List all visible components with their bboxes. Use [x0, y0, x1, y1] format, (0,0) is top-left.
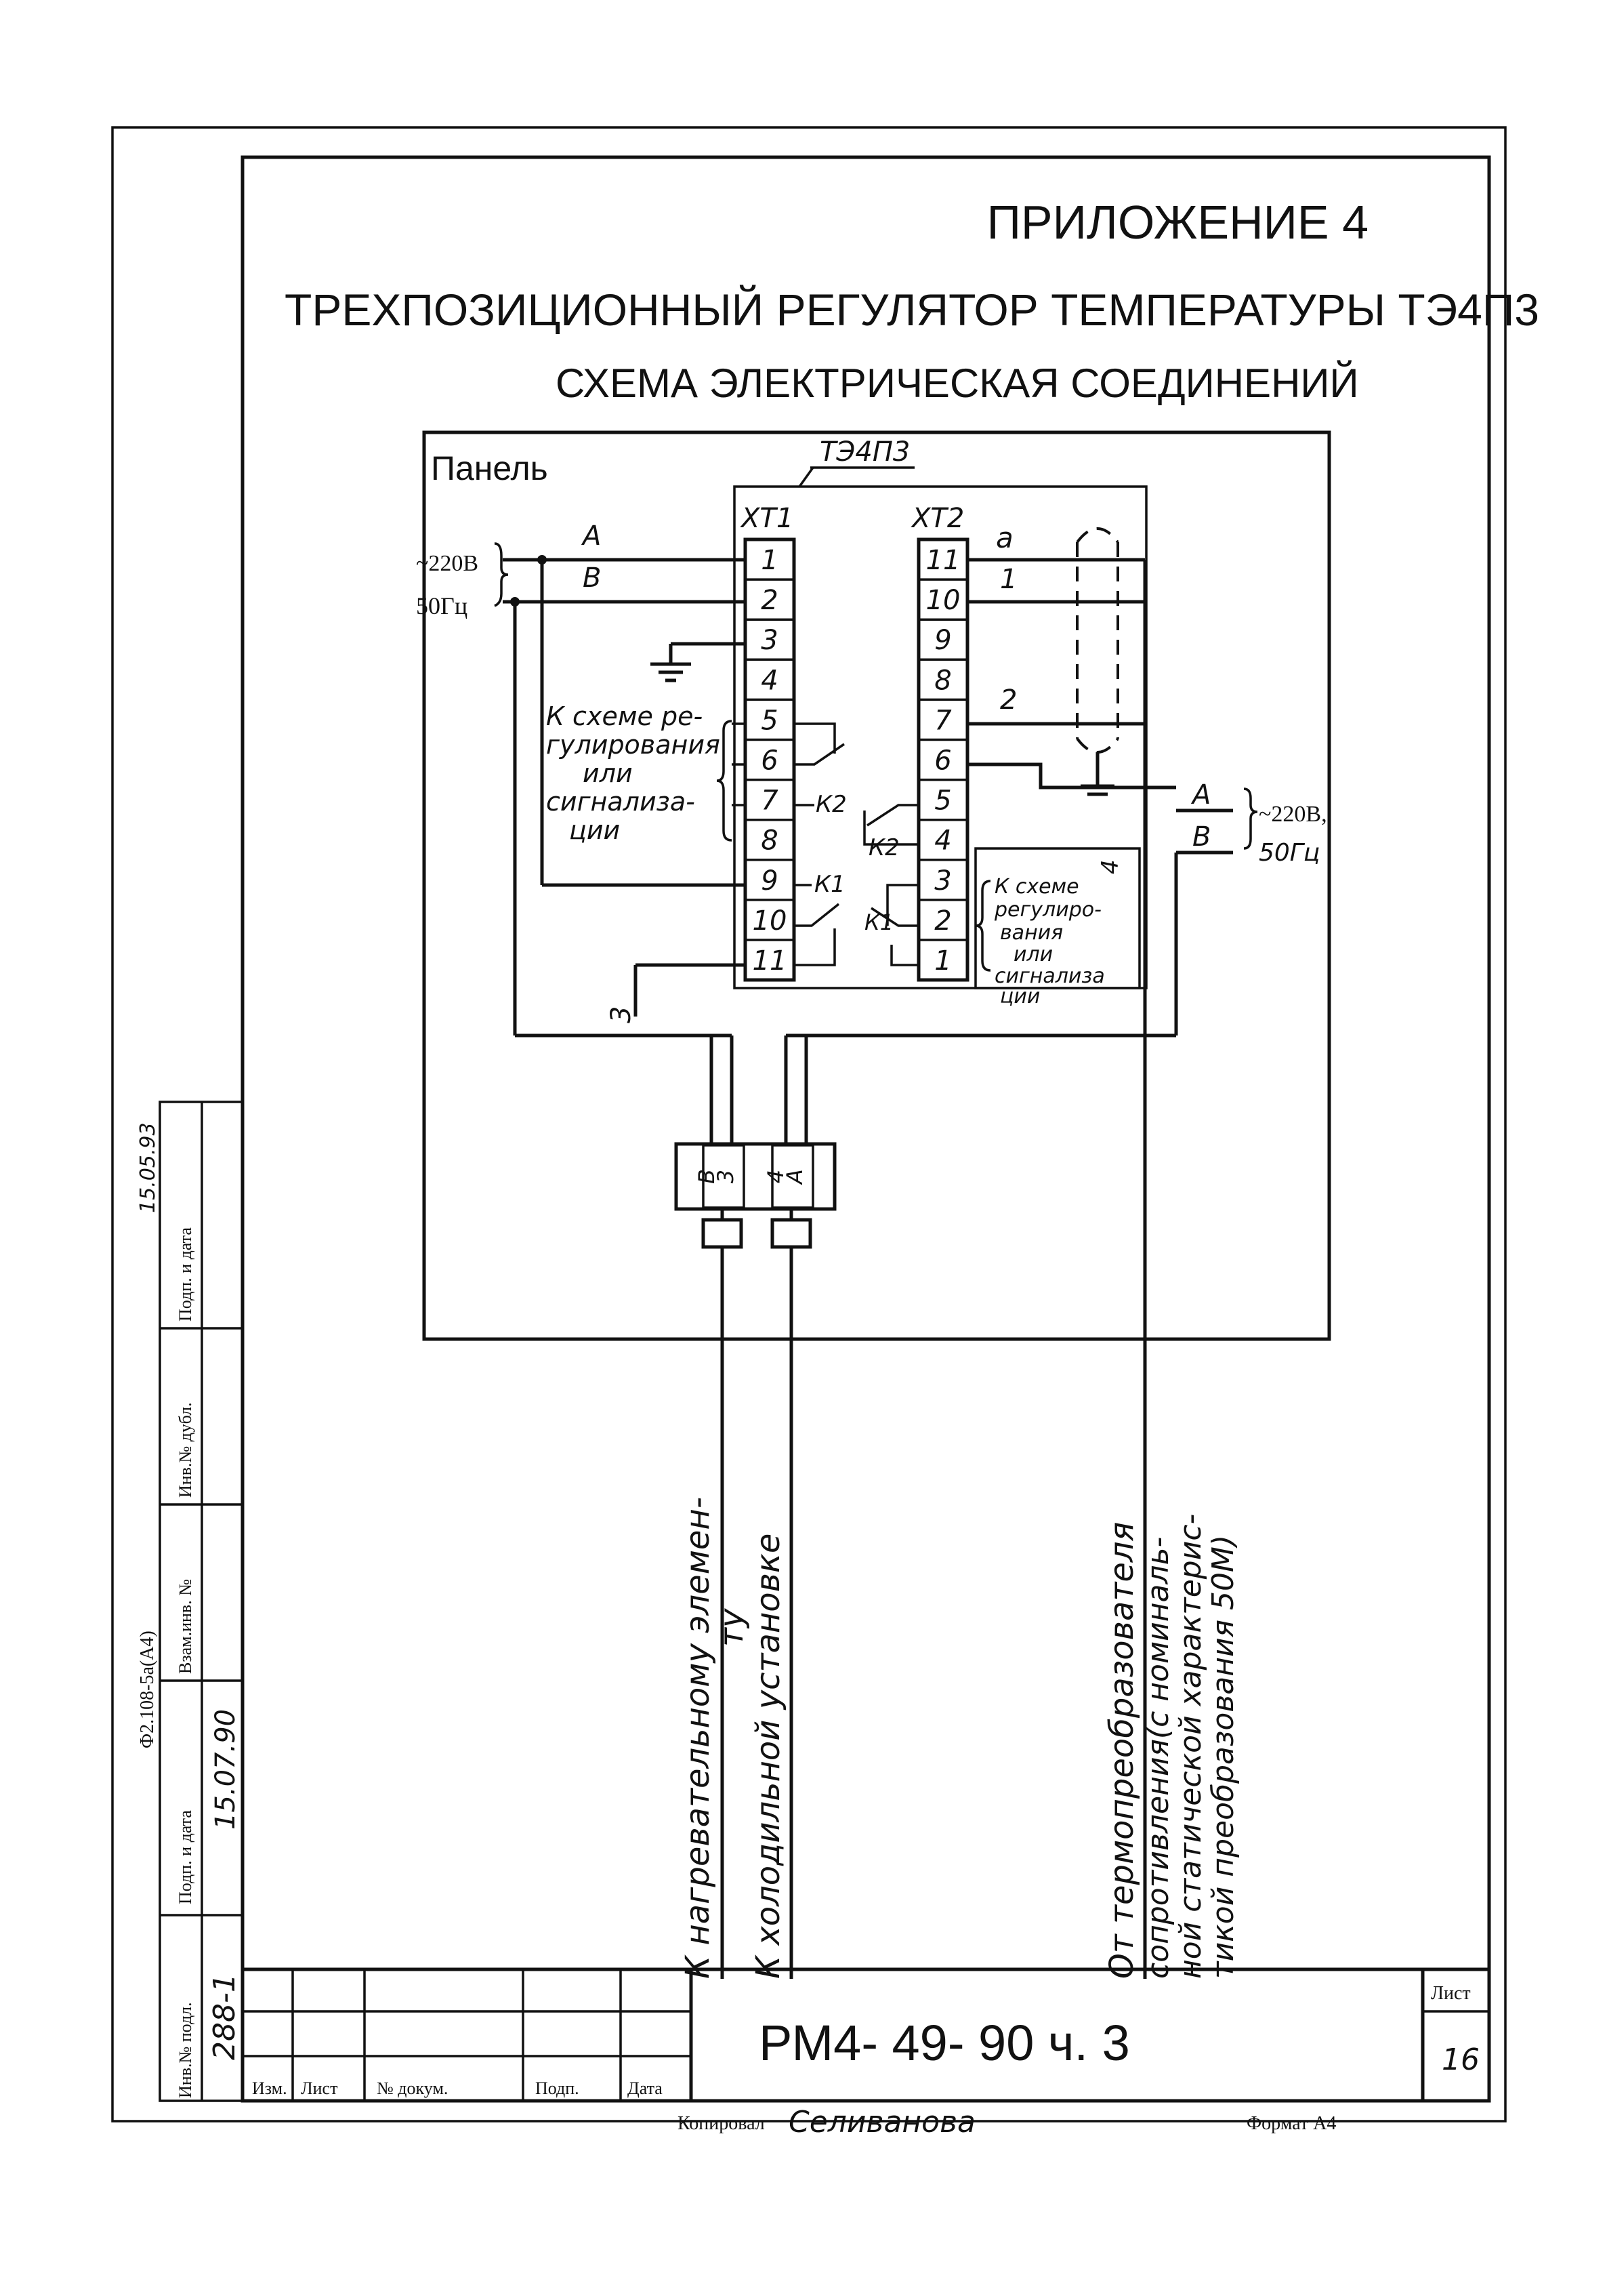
wire-a-lower-label: а — [996, 521, 1014, 554]
left-note-3: или — [583, 758, 633, 788]
xt1-label: ХТ1 — [740, 503, 793, 534]
right-note-1: К схеме — [995, 875, 1079, 899]
xt1-strip — [743, 537, 796, 982]
sheet-label: Лист — [1431, 1983, 1471, 2004]
wire-4-label: 4 — [1097, 859, 1124, 874]
xt2-label: ХТ2 — [911, 503, 964, 534]
vertical-note-cooling: К холодильной установке — [749, 1534, 787, 1979]
k1-right-label: К1 — [864, 909, 894, 935]
panel-label: Панель — [431, 449, 548, 487]
wire-a-label: А — [581, 520, 601, 552]
right-supply-a: А — [1190, 779, 1211, 811]
connector-block — [674, 1142, 837, 1211]
xt1-terminal-8: 8 — [761, 825, 778, 857]
connector-pin-1: В — [694, 1169, 719, 1184]
right-note-6: ции — [1000, 985, 1040, 1008]
outer-border — [111, 126, 1507, 2123]
xt2-strip — [917, 537, 969, 982]
wire-3-label: 3 — [606, 1006, 637, 1023]
sidebar-label-sign: Подп. и дата — [175, 1810, 195, 1904]
left-note-5: ции — [569, 815, 620, 845]
sidebar-label-sign2: Подп. и дата — [175, 1227, 195, 1321]
wire-2-label: 2 — [1000, 684, 1017, 716]
xt1-terminal-2: 2 — [761, 585, 778, 616]
xt2-terminal-2: 2 — [934, 905, 951, 937]
connector-pin-2: 3 — [713, 1170, 738, 1183]
right-note-3: вания — [1000, 921, 1063, 945]
xt1-terminal-4: 4 — [761, 665, 778, 696]
xt2-terminal-7: 7 — [934, 705, 952, 736]
xt1-terminal-1: 1 — [761, 545, 778, 576]
xt1-terminal-6: 6 — [761, 745, 778, 777]
xt2-terminal-4: 4 — [934, 825, 951, 857]
xt2-terminal-8: 8 — [934, 665, 951, 696]
xt2-terminal-5: 5 — [934, 785, 951, 817]
copied-name: Селиванова — [789, 2105, 976, 2139]
xt1-terminal-5: 5 — [761, 705, 778, 736]
sidebar-label-inv: Инв.№ подл. — [175, 2002, 195, 2098]
xt2-terminals: 11 10 9 8 7 6 5 4 3 2 1 — [919, 545, 967, 977]
connector-pin-4: А — [782, 1169, 808, 1185]
title-block — [241, 1967, 1491, 2103]
sidebar-inv-value: 288-1 — [207, 1973, 242, 2060]
tb-col-izm: Изм. — [252, 2078, 287, 2098]
xt1-terminal-10: 10 — [753, 905, 787, 937]
k2-left-label: К2 — [816, 791, 847, 818]
appendix-label: ПРИЛОЖЕНИЕ 4 — [987, 196, 1369, 249]
xt1-terminal-3: 3 — [761, 625, 778, 656]
right-note-2: регулиро- — [994, 898, 1102, 922]
tb-col-date: Дата — [627, 2078, 663, 2098]
tb-col-sign: Подп. — [535, 2078, 579, 2098]
format-label: Формат А4 — [1247, 2113, 1336, 2134]
xt1-terminal-9: 9 — [761, 865, 778, 897]
sidebar-label-dup: Инв.№ дубл. — [175, 1402, 195, 1498]
right-supply-voltage: ~220В, — [1259, 802, 1327, 827]
connector-pins: В3 4А — [694, 1169, 808, 1185]
diagram-title: ТРЕХПОЗИЦИОННЫЙ РЕГУЛЯТОР ТЕМПЕРАТУРЫ ТЭ… — [285, 284, 1539, 335]
xt1-terminals: 1 2 3 4 5 6 7 8 9 10 11 — [745, 545, 794, 977]
tb-col-list: Лист — [301, 2078, 337, 2098]
left-note-4: сигнализа- — [546, 787, 695, 817]
k2-right-label: К2 — [869, 834, 900, 861]
format-code: Ф2.108-5а(А4) — [137, 1631, 158, 1748]
connector-pin-3: 4 — [763, 1170, 789, 1183]
doc-number: РМ4- 49- 90 ч. 3 — [759, 2015, 1130, 2071]
vertical-note-sensor-4: тикой преобразования 50М) — [1206, 1535, 1240, 1979]
sidebar-label-replace: Взам.инв. № — [175, 1579, 195, 1674]
xt2-terminal-3: 3 — [934, 865, 951, 897]
sidebar-sign-date: 15.07.90 — [210, 1709, 241, 1830]
right-supply-freq: 50Гц — [1259, 839, 1320, 867]
right-supply-b: В — [1192, 821, 1211, 853]
device-label: ТЭ4П3 — [820, 436, 910, 468]
xt2-terminal-11: 11 — [926, 545, 961, 576]
vertical-note-heater-2: ту — [713, 1608, 751, 1647]
xt2-terminal-9: 9 — [934, 625, 951, 656]
panel-outline — [422, 430, 1331, 1341]
k1-left-label: К1 — [814, 871, 846, 898]
tb-col-doc: № докум. — [377, 2078, 448, 2098]
diagram-subtitle: СХЕМА ЭЛЕКТРИЧЕСКАЯ СОЕДИНЕНИЙ — [556, 361, 1359, 406]
vertical-note-sensor-3: ной статической характерис- — [1173, 1514, 1208, 1979]
sheet-number: 16 — [1442, 2043, 1480, 2077]
xt2-terminal-6: 6 — [934, 745, 951, 777]
wire-b-label: В — [583, 562, 601, 594]
xt1-terminal-7: 7 — [761, 785, 778, 817]
copied-label: Копировал — [677, 2113, 765, 2134]
vertical-note-heater-1: К нагревательному элемен- — [679, 1497, 717, 1979]
left-supply-freq: 50Гц — [416, 592, 467, 619]
left-note-1: К схеме ре- — [546, 701, 703, 731]
right-note-5: сигнализа — [995, 964, 1105, 988]
vertical-note-sensor-1: От термопреобразователя — [1103, 1522, 1141, 1979]
wire-1-label: 1 — [1000, 564, 1017, 595]
xt1-terminal-11: 11 — [753, 945, 787, 977]
vertical-note-sensor-2: сопротивления(с номиналь- — [1141, 1537, 1175, 1979]
left-supply-voltage: ~220В — [416, 551, 478, 576]
left-note-2: гулирования — [546, 730, 720, 760]
sidebar-date-top: 15.05.93 — [136, 1122, 160, 1213]
xt2-terminal-10: 10 — [926, 585, 961, 616]
xt2-terminal-1: 1 — [934, 945, 951, 977]
right-note-box — [974, 847, 1141, 989]
right-note-4: или — [1014, 943, 1053, 966]
